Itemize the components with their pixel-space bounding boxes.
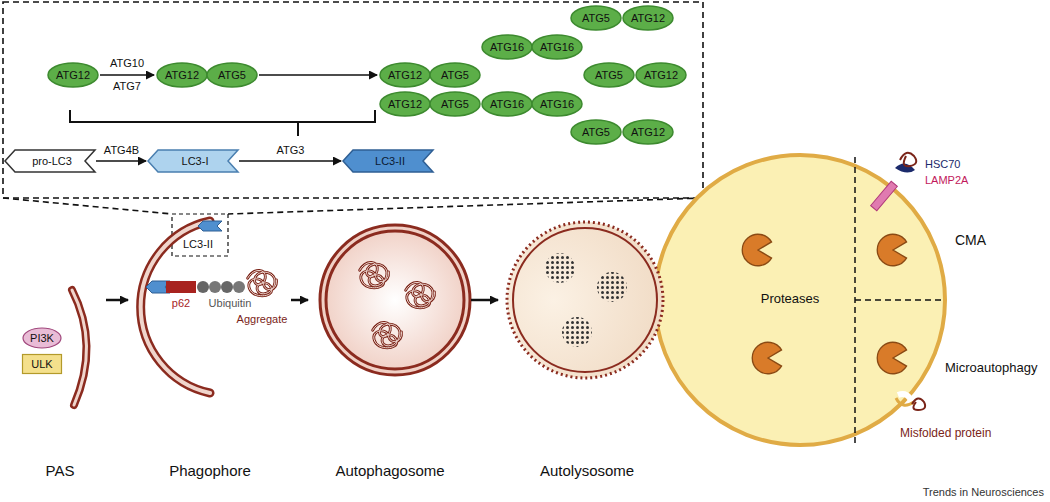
text-label: HSC70: [925, 158, 960, 171]
protein-label: ATG12: [165, 69, 199, 82]
label-holder: LC3-II: [183, 238, 213, 251]
text-label: Misfolded protein: [900, 427, 991, 441]
protein-label: ATG12: [644, 69, 678, 82]
protein-oval: ATG5: [206, 62, 258, 88]
protein-label: ATG16: [490, 98, 524, 111]
stage-label: Phagophore: [169, 462, 251, 479]
protein-label: ATG16: [540, 41, 574, 54]
reaction-arrow: [471, 299, 498, 302]
stage-region: Autophagosome: [310, 220, 470, 485]
protein-oval: ATG16: [531, 34, 583, 60]
protein-oval: ATG12: [622, 119, 674, 145]
protein-label: ATG12: [631, 126, 665, 139]
protein-oval: ATG12: [635, 62, 687, 88]
protein-label: PI3K: [30, 332, 54, 345]
p62-ubiquitin-chain: [146, 270, 277, 295]
text-label: Microautophagy: [945, 361, 1038, 376]
label-holder: LAMP2A: [925, 174, 968, 187]
protein-label: ATG16: [490, 41, 524, 54]
label-holder: Aggregate: [237, 313, 288, 326]
text-label: Aggregate: [237, 313, 288, 326]
label-holder: ATG10: [110, 57, 144, 70]
stage-label: Autophagosome: [335, 462, 444, 479]
label-holder: ATG4B: [102, 144, 141, 157]
label-holder: Ubiquitin: [209, 297, 252, 310]
reaction-arrow: [96, 160, 146, 162]
protein-label: LC3-I: [178, 155, 209, 168]
protein-oval: ATG16: [481, 91, 533, 117]
bracket: [70, 110, 375, 136]
text-label: Trends in Neurosciences: [923, 486, 1044, 499]
enzyme-label: ATG4B: [102, 144, 141, 157]
protein-label: ATG12: [56, 69, 90, 82]
protein-oval: ATG5: [429, 62, 481, 88]
protein-oval: ATG12: [379, 62, 431, 88]
lc3-chevron: pro-LC3: [5, 150, 95, 172]
protein-label: ATG12: [388, 98, 422, 111]
protein-label: ATG16: [540, 98, 574, 111]
label-holder: Trends in Neurosciences: [923, 486, 1044, 499]
text-label: CMA: [955, 232, 986, 248]
lc3-chevron: LC3-II: [343, 150, 433, 172]
text-label: ATG7: [113, 80, 141, 93]
lc3-anchor: [198, 221, 222, 231]
label-holder: Microautophagy: [945, 361, 1038, 376]
protein-oval: ATG5: [570, 5, 622, 31]
text-label: LC3-II: [183, 238, 213, 251]
stage-region: PAS PI3K ULK: [15, 250, 105, 485]
protein-oval: ATG5: [429, 91, 481, 117]
reaction-arrow: [259, 74, 377, 76]
text-label: p62: [172, 297, 190, 310]
reaction-arrow: [100, 74, 154, 76]
enzyme-label: ATG3: [275, 144, 307, 157]
protein-oval: ATG5: [583, 62, 635, 88]
text-label: LAMP2A: [925, 174, 968, 187]
autophagosome: [320, 225, 470, 375]
protein-label: pro-LC3: [28, 155, 72, 168]
protein-label: ATG5: [582, 12, 610, 25]
protein-label: LC3-II: [371, 155, 405, 168]
protein-oval: ATG12: [622, 5, 674, 31]
kinase-box: ULK: [22, 354, 62, 374]
protein-oval: ATG12: [379, 91, 431, 117]
stage-label: Autolysosome: [540, 462, 634, 479]
protein-label: ATG5: [582, 126, 610, 139]
protein-label: ATG5: [595, 69, 623, 82]
protein-label: ATG5: [441, 98, 469, 111]
reaction-arrow: [239, 160, 341, 162]
protein-oval: ATG16: [481, 34, 533, 60]
text-label: ATG10: [110, 57, 144, 70]
protein-oval: ATG12: [156, 62, 208, 88]
label-holder: ATG3: [275, 144, 307, 157]
protein-oval: ATG16: [531, 91, 583, 117]
kinase-oval: PI3K: [22, 327, 62, 349]
protein-label: ATG5: [441, 69, 469, 82]
protein-label: ATG5: [218, 69, 246, 82]
reaction-arrow: [106, 299, 128, 302]
autolysosome: [507, 153, 945, 445]
text-label: Ubiquitin: [209, 297, 252, 310]
label-holder: HSC70: [925, 158, 960, 171]
protein-label: ATG12: [388, 69, 422, 82]
label-holder: CMA: [955, 232, 986, 248]
inset-frame: [3, 2, 703, 256]
stage-label: PAS: [46, 462, 75, 479]
lc3-chevron: LC3-I: [148, 150, 238, 172]
label-holder: Misfolded protein: [900, 427, 991, 441]
protein-oval: ATG5: [570, 119, 622, 145]
protein-label: ULK: [31, 358, 52, 371]
label-holder: ATG7: [113, 80, 141, 93]
pas-membrane: [72, 290, 87, 405]
protein-label: ATG12: [631, 12, 665, 25]
protein-oval: ATG12: [47, 62, 99, 88]
reaction-arrow: [291, 299, 308, 302]
text-label: Proteases: [761, 292, 820, 307]
label-holder: p62: [172, 297, 190, 310]
label-holder: Proteases: [761, 292, 820, 307]
